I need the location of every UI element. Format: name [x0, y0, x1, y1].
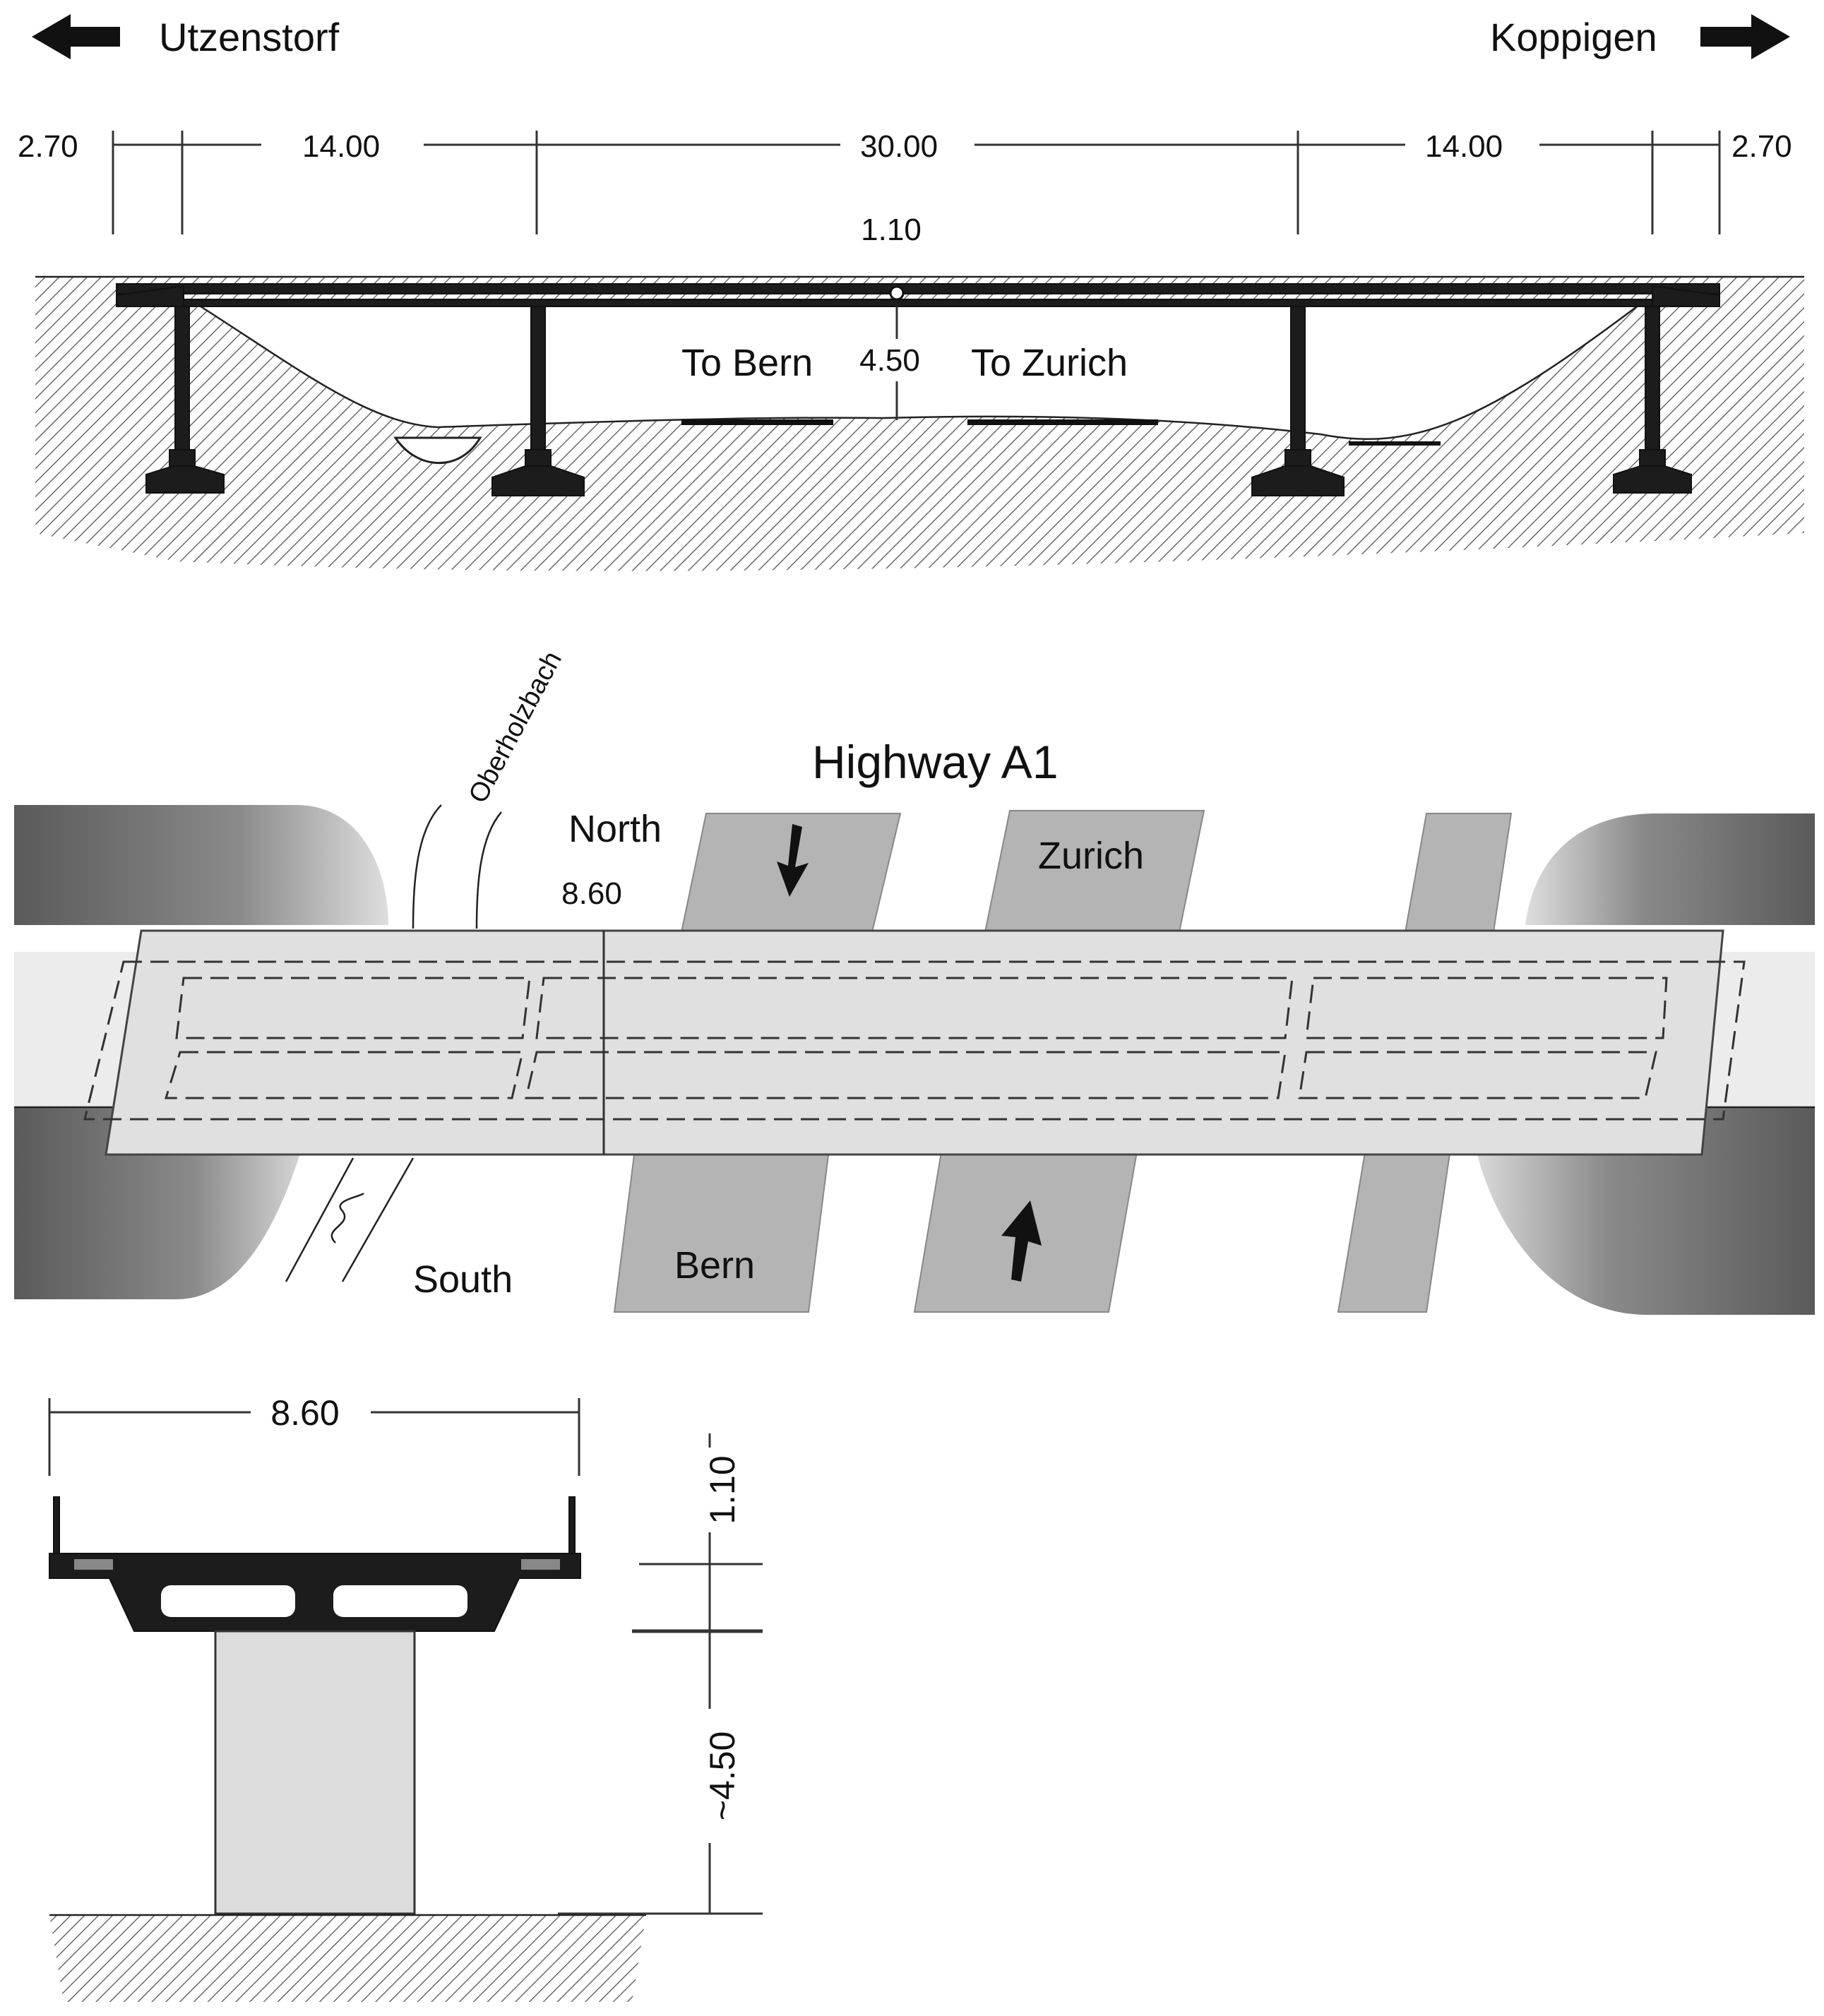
terrain-line — [190, 299, 1646, 441]
span-label: 14.00 — [302, 129, 380, 164]
stream-bank — [475, 811, 502, 929]
box-cell-dashed — [535, 977, 1294, 1039]
deck-width-label: 8.60 — [561, 876, 622, 911]
deck-depth-label: 1.10 — [861, 213, 922, 247]
arrow-left-icon — [32, 14, 120, 59]
cross-section-view: 8.60 1.10 ~4.50 — [48, 1388, 763, 2002]
plan-view: Highway A1 8.60 Oberholzba — [14, 647, 1815, 1315]
stream-bank — [412, 804, 442, 929]
box-cell-dashed — [525, 1051, 1287, 1099]
span-dimension-chain: 2.70 14.00 30.00 14.00 2.70 — [0, 127, 1824, 234]
highway-lane — [1337, 1143, 1453, 1313]
box-girder — [49, 1553, 581, 1632]
place-left: Utzenstorf — [159, 15, 340, 59]
pier — [1251, 306, 1345, 496]
plan-title: Highway A1 — [812, 736, 1059, 788]
stream-bank — [341, 1157, 415, 1282]
arrow-down-icon — [777, 824, 809, 897]
embankment — [1525, 813, 1815, 925]
deck-outline-dashed — [83, 960, 1746, 1121]
creek-section — [393, 436, 482, 465]
railing — [568, 1496, 576, 1554]
section-depth-label: 1.10 — [703, 1455, 742, 1524]
span-label: 2.70 — [1731, 129, 1792, 164]
arrow-up-icon — [1001, 1200, 1042, 1282]
stream-label: Oberholzbach — [463, 647, 568, 809]
south-label: South — [413, 1258, 513, 1301]
bridge-deck — [116, 283, 1720, 307]
highway-lane — [613, 1143, 831, 1313]
box-cell-dashed — [175, 977, 531, 1039]
place-right: Koppigen — [1490, 15, 1657, 59]
span-label: 30.00 — [860, 129, 938, 164]
embankment — [1469, 1105, 1815, 1315]
box-cell-dashed — [1305, 977, 1668, 1039]
pier — [491, 306, 585, 496]
section-width-label: 8.60 — [270, 1393, 339, 1433]
pier-column — [214, 1630, 416, 1915]
pier — [145, 306, 225, 494]
ground-hatching — [49, 1915, 646, 2002]
lane-label-zurich: Zurich — [1038, 835, 1144, 877]
railing — [53, 1496, 60, 1554]
north-label: North — [568, 808, 662, 850]
flow-arrow-icon — [330, 1192, 364, 1243]
box-cell-dashed — [1298, 1051, 1657, 1099]
embankment — [14, 805, 388, 925]
highway-lane — [1404, 813, 1513, 933]
box-cell-dashed — [164, 1051, 524, 1099]
bridge-deck-plan — [105, 929, 1724, 1156]
pier — [1613, 306, 1692, 494]
lane-label-right: To Zurich — [971, 342, 1128, 384]
section-height-label: ~4.50 — [703, 1731, 742, 1821]
lane-label-bern: Bern — [674, 1244, 755, 1287]
elevation-view: Utzenstorf Koppigen 2.70 14.00 30.00 14.… — [0, 14, 1824, 571]
clearance-label: 4.50 — [859, 343, 920, 378]
arrow-right-icon — [1700, 14, 1790, 59]
stream-bank — [285, 1157, 354, 1282]
lane-label-left: To Bern — [681, 342, 813, 384]
span-label: 14.00 — [1425, 129, 1503, 164]
span-label: 2.70 — [18, 129, 78, 164]
